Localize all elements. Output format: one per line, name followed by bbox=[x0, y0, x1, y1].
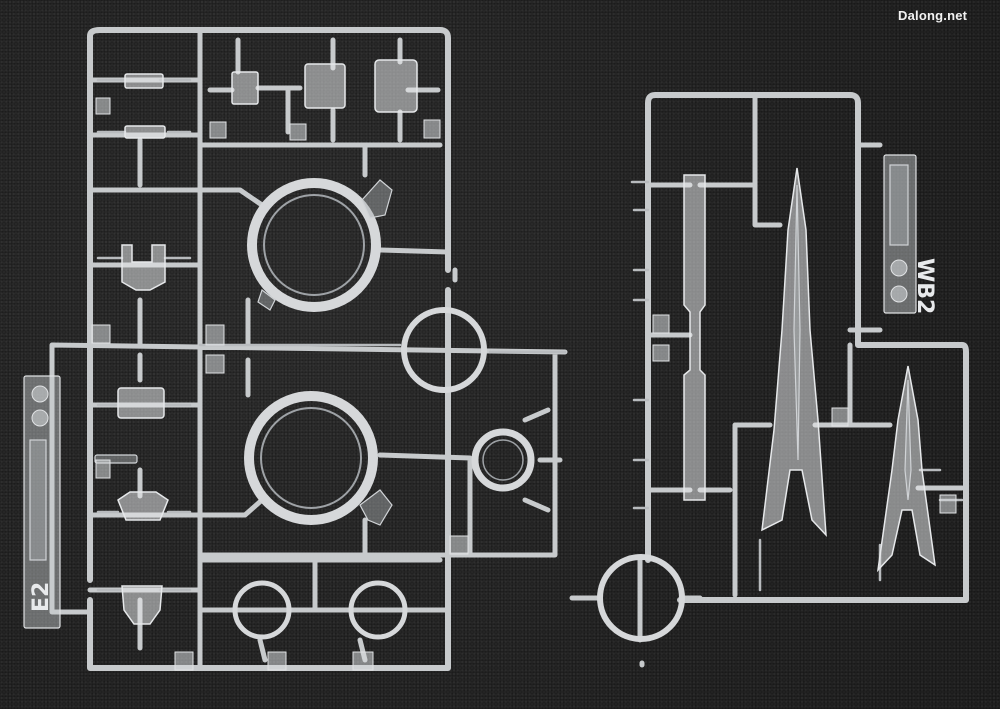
part-blade-large-ridge bbox=[793, 184, 801, 461]
gear-mark-2 bbox=[31, 409, 49, 427]
right-sprue bbox=[569, 92, 969, 668]
gear-mark-3 bbox=[890, 259, 908, 277]
part-bar-2 bbox=[124, 125, 166, 139]
tag-2 bbox=[209, 121, 227, 139]
tag-5 bbox=[91, 324, 111, 344]
ring-center bbox=[401, 307, 487, 393]
part-block-1 bbox=[117, 387, 165, 419]
tag-r3 bbox=[831, 407, 849, 427]
ring-right-small bbox=[471, 428, 535, 492]
tag-8 bbox=[95, 459, 111, 479]
tag-7 bbox=[205, 354, 225, 374]
right-sprue-runners bbox=[569, 92, 965, 668]
part-bar-1 bbox=[124, 73, 164, 89]
left-sprue-label-strip bbox=[23, 375, 61, 629]
part-shield bbox=[121, 585, 163, 625]
tag-1 bbox=[95, 97, 111, 115]
part-bracket bbox=[121, 244, 166, 291]
ring-bottom-right bbox=[348, 580, 408, 640]
tag-11 bbox=[267, 651, 287, 671]
left-sprue-frame bbox=[87, 27, 451, 671]
part-top-2 bbox=[304, 63, 346, 109]
part-blade-small bbox=[876, 365, 936, 573]
tag-r1 bbox=[652, 314, 670, 334]
ring-right-sprue bbox=[597, 554, 685, 642]
right-sprue-frame bbox=[645, 92, 969, 603]
gear-mark-1 bbox=[31, 385, 49, 403]
large-ring-lower bbox=[244, 391, 393, 526]
tag-9 bbox=[449, 535, 469, 555]
part-blade-small-ridge bbox=[904, 379, 912, 501]
part-column bbox=[683, 174, 706, 501]
part-blade-large bbox=[761, 167, 827, 538]
left-sprue-gates bbox=[96, 78, 567, 592]
tag-r4 bbox=[939, 494, 957, 514]
part-top-1 bbox=[231, 71, 259, 105]
part-block-2 bbox=[117, 491, 169, 521]
tag-4 bbox=[423, 119, 441, 139]
right-sprue-code: WB2 bbox=[912, 258, 937, 314]
left-sprue-fine-print bbox=[29, 439, 47, 561]
part-top-3 bbox=[374, 59, 418, 113]
left-sprue bbox=[23, 27, 568, 671]
tag-10 bbox=[174, 651, 194, 671]
tag-12 bbox=[352, 651, 374, 671]
tag-6 bbox=[205, 324, 225, 346]
right-sprue-fine-print bbox=[889, 164, 909, 246]
left-sprue-code: E2 bbox=[29, 582, 54, 612]
tag-r2 bbox=[652, 344, 670, 362]
gear-mark-4 bbox=[890, 285, 908, 303]
tag-3 bbox=[289, 123, 307, 141]
watermark: Dalong.net bbox=[898, 8, 968, 23]
ring-bottom-left bbox=[232, 580, 292, 640]
large-ring-upper bbox=[247, 178, 393, 312]
